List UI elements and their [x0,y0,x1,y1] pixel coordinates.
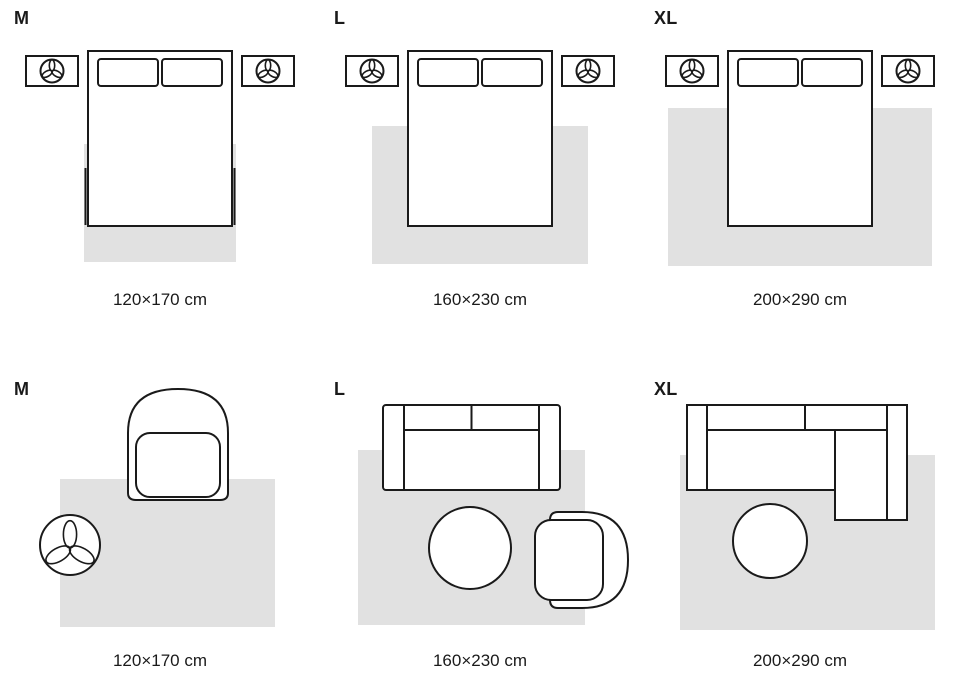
panel-bedroom-m: M 120×170 cm [0,0,320,345]
panel-living-room-xl: XL 200×290 cm [640,345,960,690]
nightstand [345,55,399,87]
panel-bedroom-xl: XL 200×290 cm [640,0,960,345]
nightstand [241,55,295,87]
nightstand [561,55,615,87]
pillow [161,58,223,87]
nightstand [665,55,719,87]
living-room-diagram-xl [680,404,935,630]
dimension-caption: 160×230 cm [432,651,528,670]
armchair [534,511,630,609]
living-room-diagram-m [39,387,275,627]
sofa [382,404,561,491]
size-label: XL [654,8,678,28]
coffee-table [428,506,512,590]
pillow [417,58,479,87]
pillow [97,58,159,87]
dimension-caption: 120×170 cm [112,651,208,670]
panel-living-room-m: M 120×170 cm [0,345,320,690]
dimension-caption: 200×290 cm [752,290,848,309]
panel-bedroom-l: L 160×230 cm [320,0,640,345]
panel-living-room-l: L 160×230 cm [320,345,640,690]
armchair-seat [534,519,604,601]
coffee-table [732,503,808,579]
size-label: XL [654,379,678,399]
living-room-diagram-l [358,404,630,625]
bedroom-diagram-m [25,50,295,262]
dimension-caption: 200×290 cm [752,651,848,670]
floor-plant-icon [39,514,101,576]
nightstand [25,55,79,87]
pillow [737,58,799,87]
dimension-caption: 160×230 cm [432,290,528,309]
nightstand [881,55,935,87]
pillow [481,58,543,87]
size-label: M [14,8,30,28]
sectional-sofa [686,404,908,521]
pillow [801,58,863,87]
size-label: M [14,379,30,399]
armchair [127,387,229,501]
size-label: L [334,379,346,399]
dimension-caption: 120×170 cm [112,290,208,309]
armchair-seat [135,432,221,498]
bedroom-diagram-xl [665,50,935,266]
bedroom-diagram-l [345,50,615,264]
size-label: L [334,8,346,28]
